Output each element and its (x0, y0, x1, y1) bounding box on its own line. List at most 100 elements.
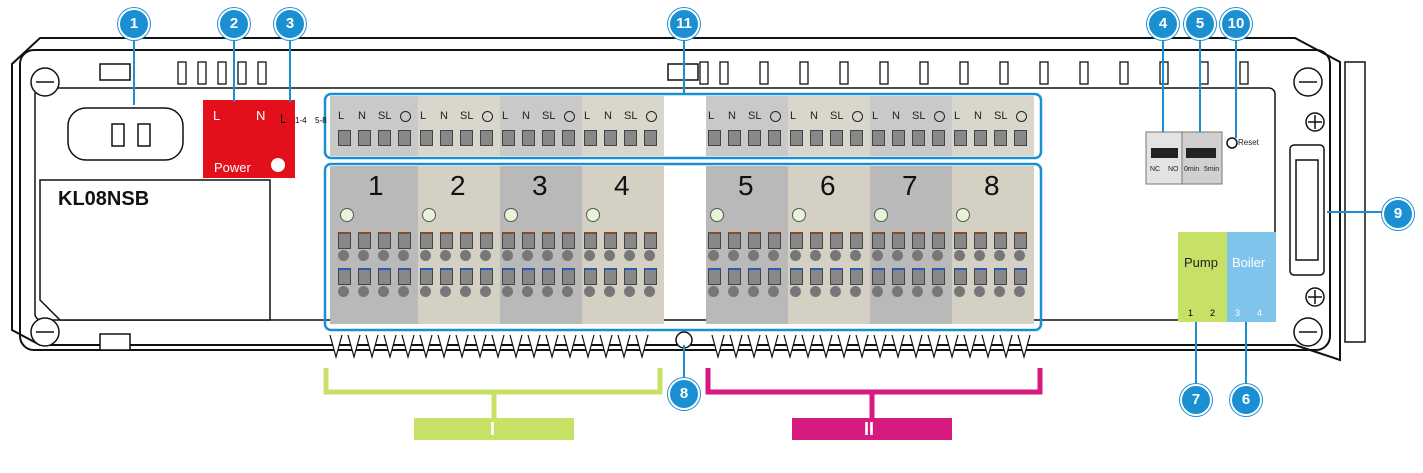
terminal-screw[interactable] (522, 268, 535, 285)
terminal-screw[interactable] (974, 130, 987, 146)
terminal-screw[interactable] (562, 130, 575, 146)
terminal-screw[interactable] (708, 268, 721, 285)
terminal-screw[interactable] (338, 130, 351, 146)
terminal-screw[interactable] (790, 268, 803, 285)
terminal-screw[interactable] (1014, 268, 1027, 285)
terminal-screw[interactable] (768, 130, 781, 146)
terminal-screw[interactable] (768, 232, 781, 249)
terminal-screw[interactable] (542, 130, 555, 146)
terminal-screw[interactable] (562, 232, 575, 249)
terminal-screw[interactable] (440, 232, 453, 249)
terminal-screw[interactable] (378, 232, 391, 249)
terminal-screw[interactable] (378, 130, 391, 146)
terminal-screw[interactable] (810, 130, 823, 146)
terminal-screw[interactable] (954, 130, 967, 146)
terminal-screw[interactable] (604, 268, 617, 285)
terminal-screw[interactable] (624, 130, 637, 146)
terminal-screw[interactable] (708, 130, 721, 146)
terminal-screw[interactable] (398, 130, 411, 146)
terminal-screw[interactable] (748, 130, 761, 146)
terminal-screw[interactable] (644, 130, 657, 146)
terminal-screw[interactable] (912, 232, 925, 249)
terminal-screw[interactable] (420, 130, 433, 146)
terminal-screw[interactable] (974, 232, 987, 249)
terminal-screw[interactable] (790, 232, 803, 249)
terminal-screw[interactable] (974, 268, 987, 285)
terminal-screw[interactable] (912, 268, 925, 285)
terminal-screw[interactable] (604, 232, 617, 249)
terminal-screw[interactable] (872, 268, 885, 285)
terminal-screw[interactable] (398, 268, 411, 285)
terminal-screw[interactable] (892, 232, 905, 249)
terminal-screw[interactable] (810, 232, 823, 249)
terminal-screw[interactable] (872, 130, 885, 146)
terminal-screw[interactable] (624, 268, 637, 285)
terminal-screw[interactable] (954, 232, 967, 249)
terminal-screw[interactable] (932, 130, 945, 146)
terminal-screw[interactable] (460, 130, 473, 146)
terminal-screw[interactable] (728, 130, 741, 146)
terminal-screw[interactable] (830, 232, 843, 249)
terminal-screw[interactable] (932, 232, 945, 249)
terminal-screw[interactable] (994, 130, 1007, 146)
terminal-screw[interactable] (440, 268, 453, 285)
callout-7: 7 (1180, 384, 1212, 416)
terminal-screw[interactable] (872, 232, 885, 249)
terminal-screw[interactable] (460, 268, 473, 285)
terminal-hole (460, 286, 471, 297)
terminal-screw[interactable] (912, 130, 925, 146)
terminal-screw[interactable] (584, 268, 597, 285)
terminal-screw[interactable] (994, 268, 1007, 285)
terminal-screw[interactable] (624, 232, 637, 249)
terminal-screw[interactable] (542, 268, 555, 285)
terminal-screw[interactable] (440, 130, 453, 146)
terminal-screw[interactable] (892, 130, 905, 146)
terminal-screw[interactable] (522, 130, 535, 146)
terminal-screw[interactable] (994, 232, 1007, 249)
terminal-screw[interactable] (358, 232, 371, 249)
terminal-label: N (440, 110, 448, 122)
terminal-screw[interactable] (708, 232, 721, 249)
terminal-screw[interactable] (338, 268, 351, 285)
terminal-screw[interactable] (748, 232, 761, 249)
terminal-screw[interactable] (644, 232, 657, 249)
terminal-screw[interactable] (830, 268, 843, 285)
terminal-screw[interactable] (480, 130, 493, 146)
terminal-screw[interactable] (728, 232, 741, 249)
terminal-screw[interactable] (604, 130, 617, 146)
terminal-screw[interactable] (378, 268, 391, 285)
terminal-screw[interactable] (644, 268, 657, 285)
terminal-screw[interactable] (584, 130, 597, 146)
terminal-screw[interactable] (1014, 232, 1027, 249)
terminal-screw[interactable] (850, 268, 863, 285)
terminal-screw[interactable] (480, 232, 493, 249)
terminal-screw[interactable] (932, 268, 945, 285)
terminal-screw[interactable] (338, 232, 351, 249)
terminal-screw[interactable] (502, 232, 515, 249)
terminal-screw[interactable] (850, 232, 863, 249)
terminal-screw[interactable] (830, 130, 843, 146)
terminal-screw[interactable] (954, 268, 967, 285)
terminal-screw[interactable] (420, 232, 433, 249)
terminal-screw[interactable] (460, 232, 473, 249)
terminal-label: L (420, 110, 427, 122)
terminal-screw[interactable] (358, 130, 371, 146)
terminal-screw[interactable] (522, 232, 535, 249)
terminal-screw[interactable] (748, 268, 761, 285)
terminal-screw[interactable] (542, 232, 555, 249)
terminal-screw[interactable] (1014, 130, 1027, 146)
terminal-screw[interactable] (562, 268, 575, 285)
terminal-screw[interactable] (584, 232, 597, 249)
terminal-screw[interactable] (768, 268, 781, 285)
terminal-screw[interactable] (358, 268, 371, 285)
terminal-screw[interactable] (502, 130, 515, 146)
terminal-screw[interactable] (420, 268, 433, 285)
terminal-screw[interactable] (850, 130, 863, 146)
terminal-screw[interactable] (480, 268, 493, 285)
terminal-screw[interactable] (810, 268, 823, 285)
terminal-screw[interactable] (398, 232, 411, 249)
terminal-screw[interactable] (502, 268, 515, 285)
terminal-screw[interactable] (728, 268, 741, 285)
terminal-screw[interactable] (892, 268, 905, 285)
terminal-screw[interactable] (790, 130, 803, 146)
